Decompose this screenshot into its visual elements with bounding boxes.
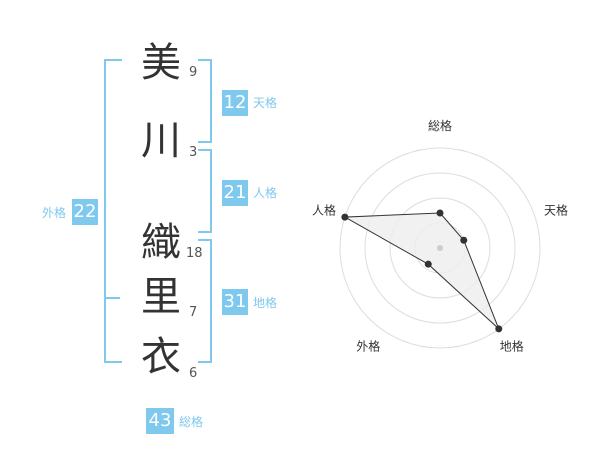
radar-ring-4 [339, 147, 541, 349]
gaikaku-bracket [104, 59, 122, 363]
chikaku-bracket [198, 239, 212, 363]
radar-axis-label-4: 外格 [356, 339, 380, 354]
tenkaku-bracket [198, 59, 212, 143]
chikaku-label: 地格 [253, 296, 278, 310]
radar-grid [339, 147, 541, 349]
tenkaku-label: 天格 [253, 96, 278, 110]
jinkaku-value-badge: 21 [222, 180, 248, 206]
radar-axis-label-5: 人格 [312, 202, 336, 217]
gaikaku-value-badge: 22 [72, 199, 98, 225]
stroke-count-2: 3 [189, 145, 198, 160]
radar-series-polygon [343, 212, 500, 330]
radar-point-5 [341, 213, 349, 221]
radar-axis-label-1: 総格 [428, 118, 452, 133]
soukaku-value-badge: 43 [146, 408, 174, 434]
name-char-4: 里 [141, 274, 181, 320]
radar-ring-3 [364, 172, 516, 324]
radar-point-2 [460, 236, 468, 244]
stroke-count-1: 9 [189, 65, 198, 80]
gaikaku-bracket-mid [104, 297, 120, 299]
stroke-count-4: 7 [189, 305, 198, 320]
soukaku-label: 総格 [179, 415, 204, 429]
radar-point-1 [436, 209, 444, 217]
name-char-2: 川 [141, 118, 181, 164]
tenkaku-value-badge: 12 [222, 90, 248, 116]
radar-ring-2 [389, 197, 491, 299]
radar-axis-label-3: 地格 [500, 339, 524, 354]
radar-axis-label-2: 天格 [544, 202, 568, 217]
stroke-count-5: 6 [189, 366, 198, 381]
radar-center-dot [437, 245, 443, 251]
name-char-5: 衣 [141, 334, 181, 380]
jinkaku-bracket [198, 149, 212, 233]
stroke-count-3: 18 [186, 246, 203, 261]
name-char-1: 美 [141, 40, 181, 86]
radar-point-4 [424, 260, 432, 268]
radar-point-3 [495, 325, 503, 333]
gaikaku-label: 外格 [42, 206, 67, 220]
name-char-3: 織 [141, 220, 181, 266]
jinkaku-label: 人格 [253, 186, 278, 200]
chikaku-value-badge: 31 [222, 289, 248, 315]
